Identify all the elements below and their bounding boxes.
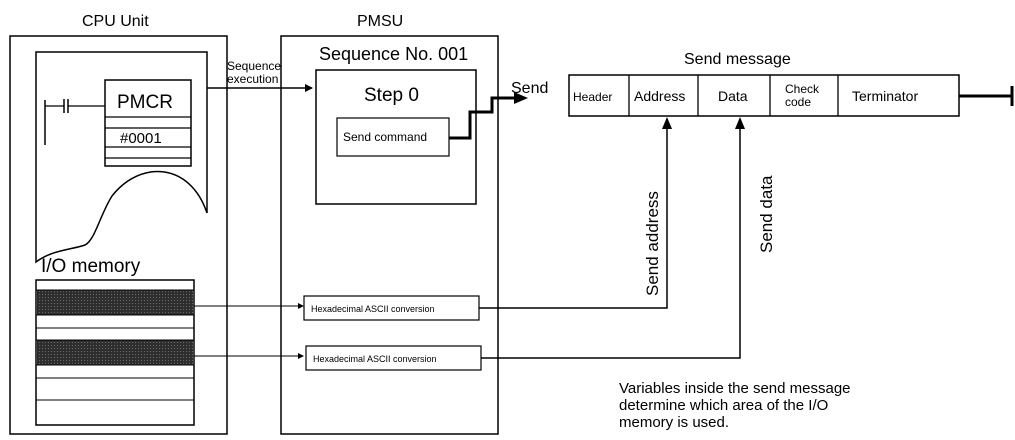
send-message-frame — [568, 74, 960, 117]
note-line2: determine which area of the I/O — [619, 397, 828, 414]
conversion-label-2: Hexadecimal ASCII conversion — [313, 354, 437, 364]
step-label: Step 0 — [364, 85, 419, 106]
field-check-code-line1: Check — [785, 82, 820, 96]
sequence-label: Sequence No. 001 — [319, 44, 468, 64]
send-arrowhead — [514, 92, 528, 104]
io-memory-area-data — [37, 340, 193, 365]
note-line3: memory is used. — [619, 414, 729, 431]
field-data: Data — [718, 88, 748, 104]
note-line1: Variables inside the send message — [619, 380, 851, 397]
send-address-path — [479, 127, 668, 309]
send-data-arrowhead — [735, 117, 745, 129]
pmcr-label: PMCR — [117, 92, 173, 113]
send-address-label: Send address — [643, 191, 662, 296]
field-check-code-line2: code — [785, 95, 811, 109]
pmcr-instruction-block — [104, 79, 192, 167]
field-address: Address — [634, 88, 685, 104]
send-command-box — [336, 117, 450, 157]
send-path — [449, 96, 515, 140]
io-memory-area-address — [37, 290, 193, 315]
send-address-arrowhead — [662, 117, 672, 129]
conversion-label-1: Hexadecimal ASCII conversion — [311, 304, 435, 314]
sequence-execution-line1: Sequence — [227, 59, 281, 73]
field-header: Header — [573, 90, 612, 104]
send-data-path — [481, 127, 741, 359]
send-data-label: Send data — [757, 175, 776, 253]
field-terminator: Terminator — [852, 88, 918, 104]
send-label: Send — [511, 80, 548, 97]
conversion-box-2 — [305, 345, 482, 371]
conversion-box-1 — [303, 295, 480, 321]
cpu-unit-title: CPU Unit — [82, 13, 149, 30]
io-memory-label: I/O memory — [41, 256, 141, 277]
pmsu-title: PMSU — [357, 13, 403, 30]
pmsu-box — [280, 35, 499, 435]
send-message-title: Send message — [684, 51, 791, 68]
pmcr-operand: #0001 — [120, 130, 162, 147]
cpu-unit-box — [9, 35, 228, 435]
send-command-label: Send command — [343, 130, 427, 144]
sequence-execution-line2: execution — [227, 72, 278, 86]
